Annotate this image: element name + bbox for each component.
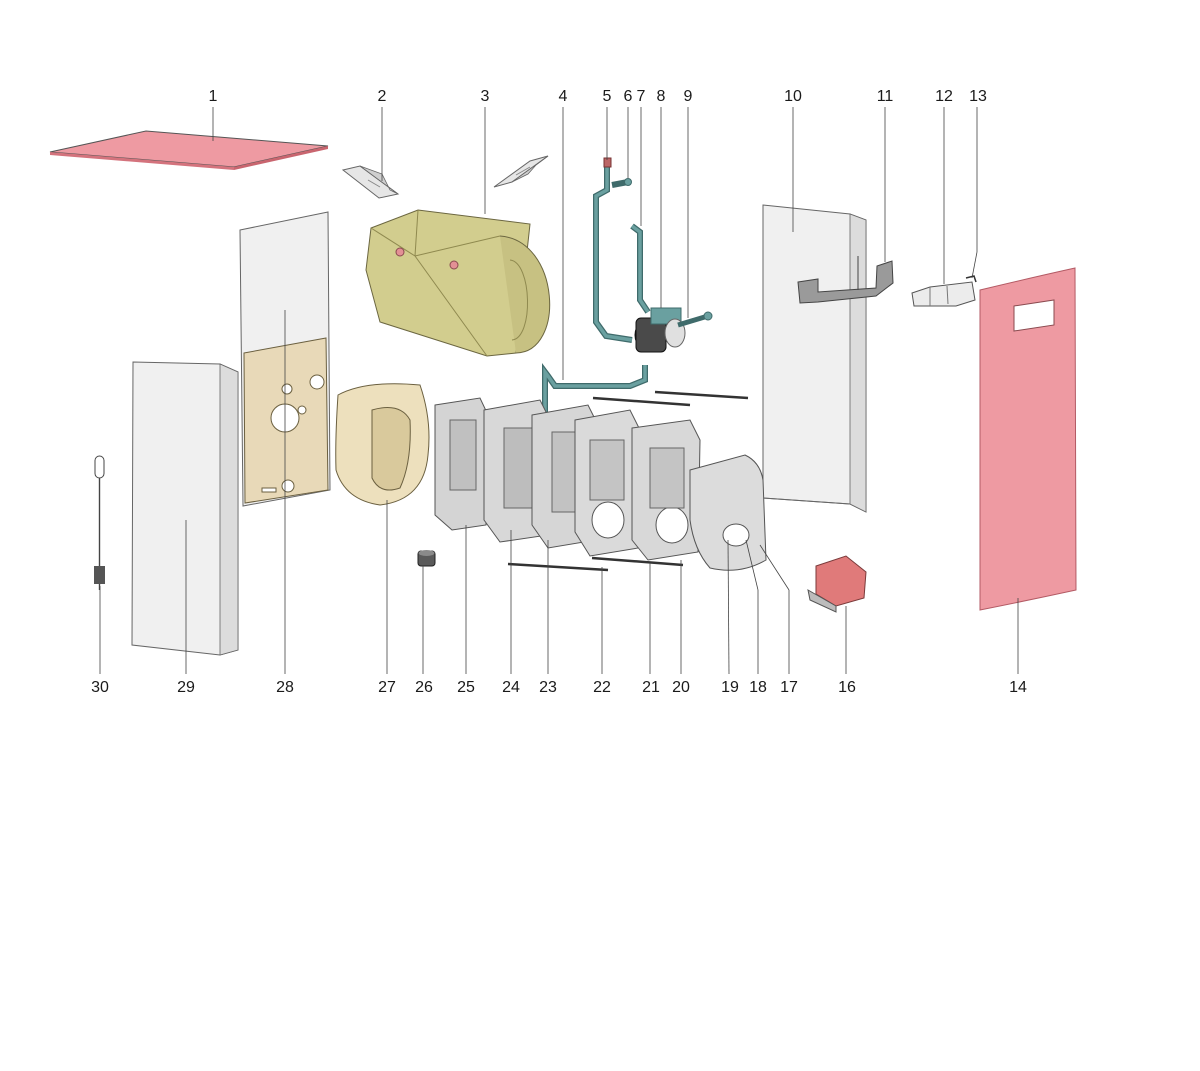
callout-24: 24 [502, 679, 520, 696]
part-5-pipe[interactable] [593, 157, 633, 343]
part-6-pipe-fitting[interactable] [611, 178, 632, 188]
part-22-tie-rod[interactable] [507, 562, 609, 572]
part-2-bracket-left[interactable] [341, 165, 400, 199]
callout-21: 21 [642, 679, 660, 696]
callout-labels: 1 2 3 4 5 6 7 8 9 10 11 12 13 14 16 17 1… [91, 88, 1027, 696]
callout-6: 6 [624, 88, 633, 105]
part-8-circulation-pump[interactable] [634, 307, 686, 353]
part-21-tie-rod[interactable] [591, 556, 684, 567]
callout-8: 8 [657, 88, 666, 105]
part-27-chamber-insulation[interactable] [335, 383, 430, 506]
part-25-rear-section[interactable] [434, 397, 489, 531]
callout-22: 22 [593, 679, 611, 696]
callout-4: 4 [559, 88, 568, 105]
callout-1: 1 [209, 88, 218, 105]
part-9-pump-fitting[interactable] [677, 311, 713, 328]
callout-13: 13 [969, 88, 987, 105]
part-20-front-section[interactable] [631, 419, 701, 561]
callout-17: 17 [780, 679, 798, 696]
callout-26: 26 [415, 679, 433, 696]
callout-5: 5 [603, 88, 612, 105]
part-3-insulation-jacket[interactable] [365, 209, 551, 357]
callout-3: 3 [481, 88, 490, 105]
callout-28: 28 [276, 679, 294, 696]
part-12-control-box[interactable] [911, 281, 976, 307]
callout-14: 14 [1009, 679, 1027, 696]
part-10-side-panel-right[interactable] [762, 204, 867, 513]
leader-lines [99, 107, 1019, 675]
callout-20: 20 [672, 679, 690, 696]
part-11-mounting-rail[interactable] [797, 256, 894, 304]
part-22-middle-section[interactable] [574, 409, 641, 557]
part-2-bracket-right[interactable] [493, 155, 549, 188]
callout-9: 9 [684, 88, 693, 105]
callout-29: 29 [177, 679, 195, 696]
part-14-front-door[interactable] [979, 267, 1077, 611]
callout-12: 12 [935, 88, 953, 105]
callout-27: 27 [378, 679, 396, 696]
part-7-pipe[interactable] [630, 223, 651, 314]
part-16-burner[interactable] [807, 555, 867, 613]
part-19-burner-door[interactable] [689, 454, 767, 571]
part-13-clip[interactable] [965, 275, 977, 283]
callout-30: 30 [91, 679, 109, 696]
part-30-cleaning-brush[interactable] [94, 455, 105, 590]
callout-2: 2 [378, 88, 387, 105]
callout-19: 19 [721, 679, 739, 696]
part-29-side-panel-left[interactable] [131, 361, 239, 656]
part-1-top-cover[interactable] [49, 130, 329, 170]
part-26-nipple[interactable] [417, 550, 436, 567]
callout-10: 10 [784, 88, 802, 105]
callout-25: 25 [457, 679, 475, 696]
callout-7: 7 [637, 88, 646, 105]
callout-16: 16 [838, 679, 856, 696]
callout-23: 23 [539, 679, 557, 696]
tie-rods-top[interactable] [592, 390, 749, 407]
callout-18: 18 [749, 679, 767, 696]
callout-11: 11 [877, 88, 894, 105]
